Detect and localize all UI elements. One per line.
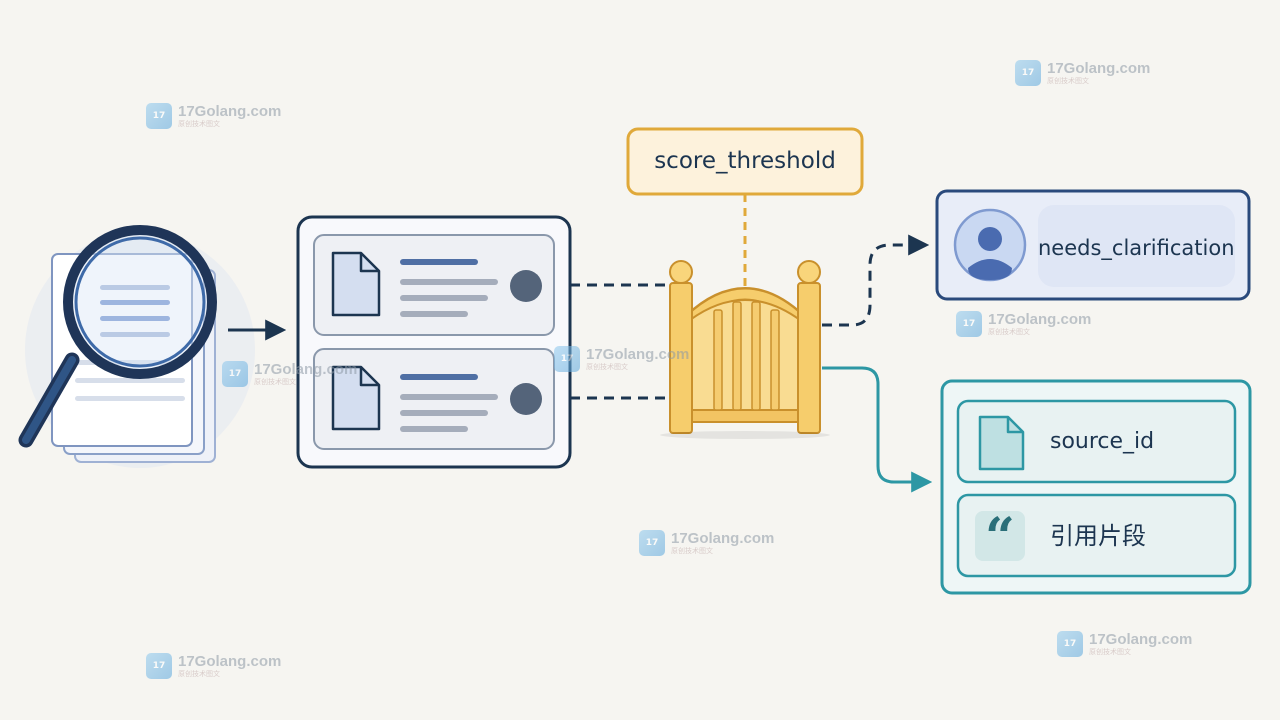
- citation-panel: “: [940, 379, 1252, 595]
- result-card-1: [313, 234, 555, 336]
- needs-clarification-label: needs_clarification: [1038, 236, 1235, 260]
- gate-to-clarification-arrow: [822, 234, 930, 327]
- user-avatar-icon: [953, 208, 1027, 282]
- snippet-label: 引用片段: [1050, 522, 1146, 550]
- source-id-card: [956, 399, 1237, 484]
- result-card-2: [313, 348, 555, 450]
- retrieved-results-panel: [296, 215, 572, 469]
- snippet-card: [956, 493, 1237, 578]
- score-threshold-label: score_threshold: [654, 148, 836, 174]
- quote-icon: “: [985, 507, 1015, 568]
- source-id-label: source_id: [1050, 429, 1155, 454]
- search-documents-icon: [18, 225, 255, 468]
- gate-icon: [660, 260, 830, 439]
- gate-to-citation-arrow: [822, 366, 933, 493]
- needs-clarification-box: [935, 189, 1251, 301]
- file-icon: [978, 415, 1025, 471]
